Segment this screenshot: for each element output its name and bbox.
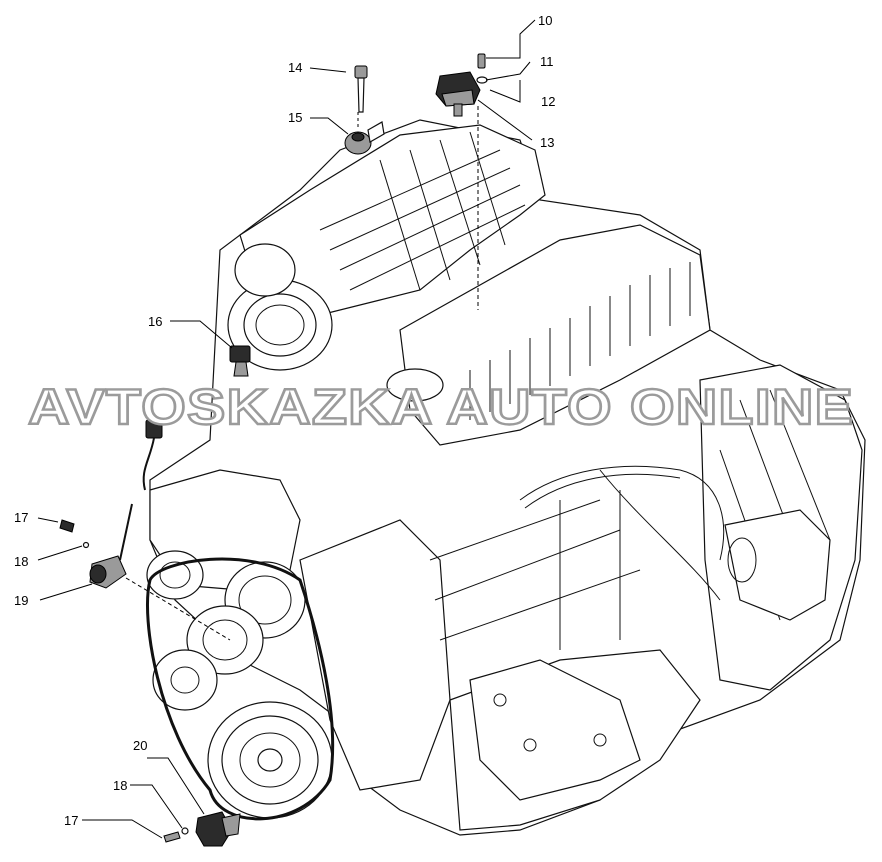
callout-16: 16 — [148, 314, 162, 329]
oil-filler-cap — [386, 368, 444, 402]
part-19-crank-position-sensor — [89, 503, 133, 589]
fuel-lines — [519, 465, 725, 601]
callout-11: 11 — [540, 54, 554, 69]
callout-13: 13 — [540, 135, 554, 150]
part-10-bolt — [477, 53, 486, 69]
part-14-bolt — [354, 65, 368, 113]
valve-cover — [399, 224, 711, 446]
callout-18-lower: 18 — [113, 778, 127, 793]
callout-17-upper: 17 — [14, 510, 28, 525]
callout-labels: 10 11 12 13 14 15 16 17 18 19 20 18 17 — [14, 13, 555, 828]
leader-lines — [37, 19, 536, 839]
throttle-body — [227, 243, 333, 371]
callout-14: 14 — [288, 60, 302, 75]
sensor-harness-connector — [142, 419, 163, 491]
part-17-screw-upper — [59, 519, 75, 533]
starter-motor — [724, 509, 831, 621]
part-11-washer — [476, 76, 488, 84]
accessory-pulleys — [152, 561, 306, 711]
callout-20: 20 — [133, 738, 147, 753]
crankshaft-pulley — [207, 701, 333, 819]
callout-17-lower: 17 — [64, 813, 78, 828]
part-18-washer-lower — [181, 827, 189, 835]
callout-18-upper: 18 — [14, 554, 28, 569]
valve-cover-ribs — [469, 262, 691, 420]
watermark-text: AVTOSKAZKA AUTO ONLINE — [28, 379, 854, 435]
part-18-washer-upper — [82, 541, 90, 549]
engine-assembly-drawing — [146, 119, 866, 836]
callout-12: 12 — [541, 94, 555, 109]
part-16-sensor — [229, 345, 251, 377]
part-17-screw-lower — [163, 831, 181, 843]
front-timing-cover — [299, 519, 451, 791]
part-15-knock-sensor-upper — [344, 121, 385, 155]
callout-15: 15 — [288, 110, 302, 125]
drive-belt — [146, 557, 335, 821]
callout-19: 19 — [14, 593, 28, 608]
callout-10: 10 — [538, 13, 552, 28]
part-12-13-map-sensor — [435, 71, 481, 117]
part-20-knock-sensor-lower — [195, 811, 241, 847]
engine-mount-bracket — [469, 659, 641, 801]
